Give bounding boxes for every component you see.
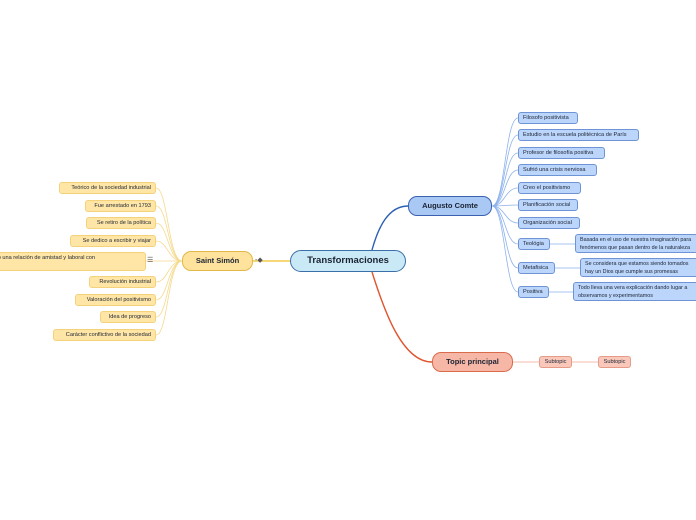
subtopic-saint-4[interactable]: Estableció una relación de amistad y lab… (0, 252, 146, 271)
subtopic-augusto-6[interactable]: Organización social (518, 217, 580, 229)
subtopic-saint-0[interactable]: Teórico de la sociedad industrial (59, 182, 156, 194)
subtopic-saint-3[interactable]: Se dedico a escribir y viajar (70, 235, 156, 247)
detail-teologia[interactable]: Basada en el uso de nuestra imaginación … (575, 234, 696, 253)
subtopic-saint-6[interactable]: Valoración del positivismo (75, 294, 156, 306)
subtopic-augusto-7[interactable]: Teológia (518, 238, 550, 250)
subtopic-augusto-4[interactable]: Creo el positivismo (518, 182, 581, 194)
subtopic-saint-5[interactable]: Revolución industrial (89, 276, 156, 288)
subtopic-saint-7[interactable]: Idea de progreso (100, 311, 156, 323)
detail-metafisica[interactable]: Se considera que estamos siendo tomados … (580, 258, 696, 277)
subtopic-augusto-9[interactable]: Positiva (518, 286, 549, 298)
subtopic-augusto-3[interactable]: Sufrió una crisis nerviosa (518, 164, 597, 176)
subtopic-augusto-5[interactable]: Planificación social (518, 199, 578, 211)
subtopic-topic-1[interactable]: Subtopic (598, 356, 631, 368)
subtopic-saint-2[interactable]: Se retiro de la política (86, 217, 156, 229)
subtopic-saint-8[interactable]: Carácter conflictivo de la sociedad (53, 329, 156, 341)
subtopic-saint-1[interactable]: Fue arrestado en 1793 (85, 200, 156, 212)
notes-icon[interactable]: ☰ (147, 257, 154, 264)
central-topic[interactable]: Transformaciones (290, 250, 406, 272)
subtopic-augusto-8[interactable]: Metafisica (518, 262, 555, 274)
main-topic-saint-simon[interactable]: Saint Simón (182, 251, 253, 271)
subtopic-augusto-1[interactable]: Estudio en la escuela politécnica de Par… (518, 129, 639, 141)
main-topic-topic-principal[interactable]: Topic principal (432, 352, 513, 372)
main-topic-augusto-comte[interactable]: Augusto Comte (408, 196, 492, 216)
collapse-toggle-icon[interactable]: ‑◆ (255, 257, 263, 264)
subtopic-augusto-0[interactable]: Filosofo positivista (518, 112, 578, 124)
subtopic-topic-0[interactable]: Subtopic (539, 356, 572, 368)
detail-positiva[interactable]: Todo lleva una vera explicación dando lu… (573, 282, 696, 301)
subtopic-augusto-2[interactable]: Profesor de filosofía positiva (518, 147, 605, 159)
